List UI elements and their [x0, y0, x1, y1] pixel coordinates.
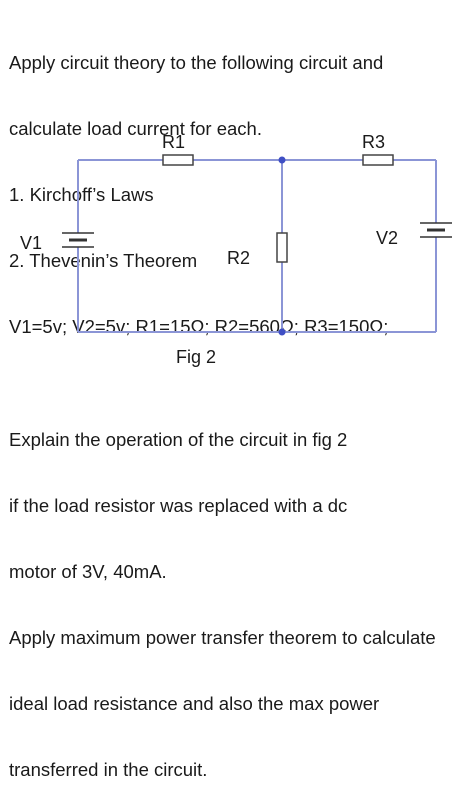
r3-label: R3 [362, 132, 385, 152]
circuit-diagram: R1 R3 R2 V1 V2 Fig 2 [20, 132, 452, 367]
v1-label: V1 [20, 233, 42, 253]
r1-label: R1 [162, 132, 185, 152]
battery-v1-icon [62, 232, 94, 248]
explanation-line: ideal load resistance and also the max p… [9, 693, 380, 714]
resistor-r3-icon [362, 154, 394, 166]
question-line: Apply circuit theory to the following ci… [9, 52, 384, 73]
resistor-r2-icon [276, 232, 288, 263]
question-line: calculate load current for each. [9, 118, 262, 139]
explanation-line: Explain the operation of the circuit in … [9, 429, 348, 450]
junction-dot [278, 156, 286, 164]
question-line: 2. Thevenin’s Theorem [9, 250, 198, 271]
explanation-line: transferred in the circuit. [9, 759, 208, 780]
circuit-wires [77, 159, 437, 333]
explanation-line: Apply maximum power transfer theorem to … [9, 627, 436, 648]
explanation-line: if the load resistor was replaced with a… [9, 495, 348, 516]
resistor-r1-icon [162, 154, 194, 166]
figure-caption: Fig 2 [176, 347, 216, 367]
v2-label: V2 [376, 228, 398, 248]
battery-v2-icon [420, 222, 452, 238]
junction-dot [278, 328, 286, 336]
r2-label: R2 [227, 248, 250, 268]
explanation-text: Explain the operation of the circuit in … [9, 385, 436, 803]
explanation-line: motor of 3V, 40mA. [9, 561, 167, 582]
question-line: 1. Kirchoff’s Laws [9, 184, 154, 205]
